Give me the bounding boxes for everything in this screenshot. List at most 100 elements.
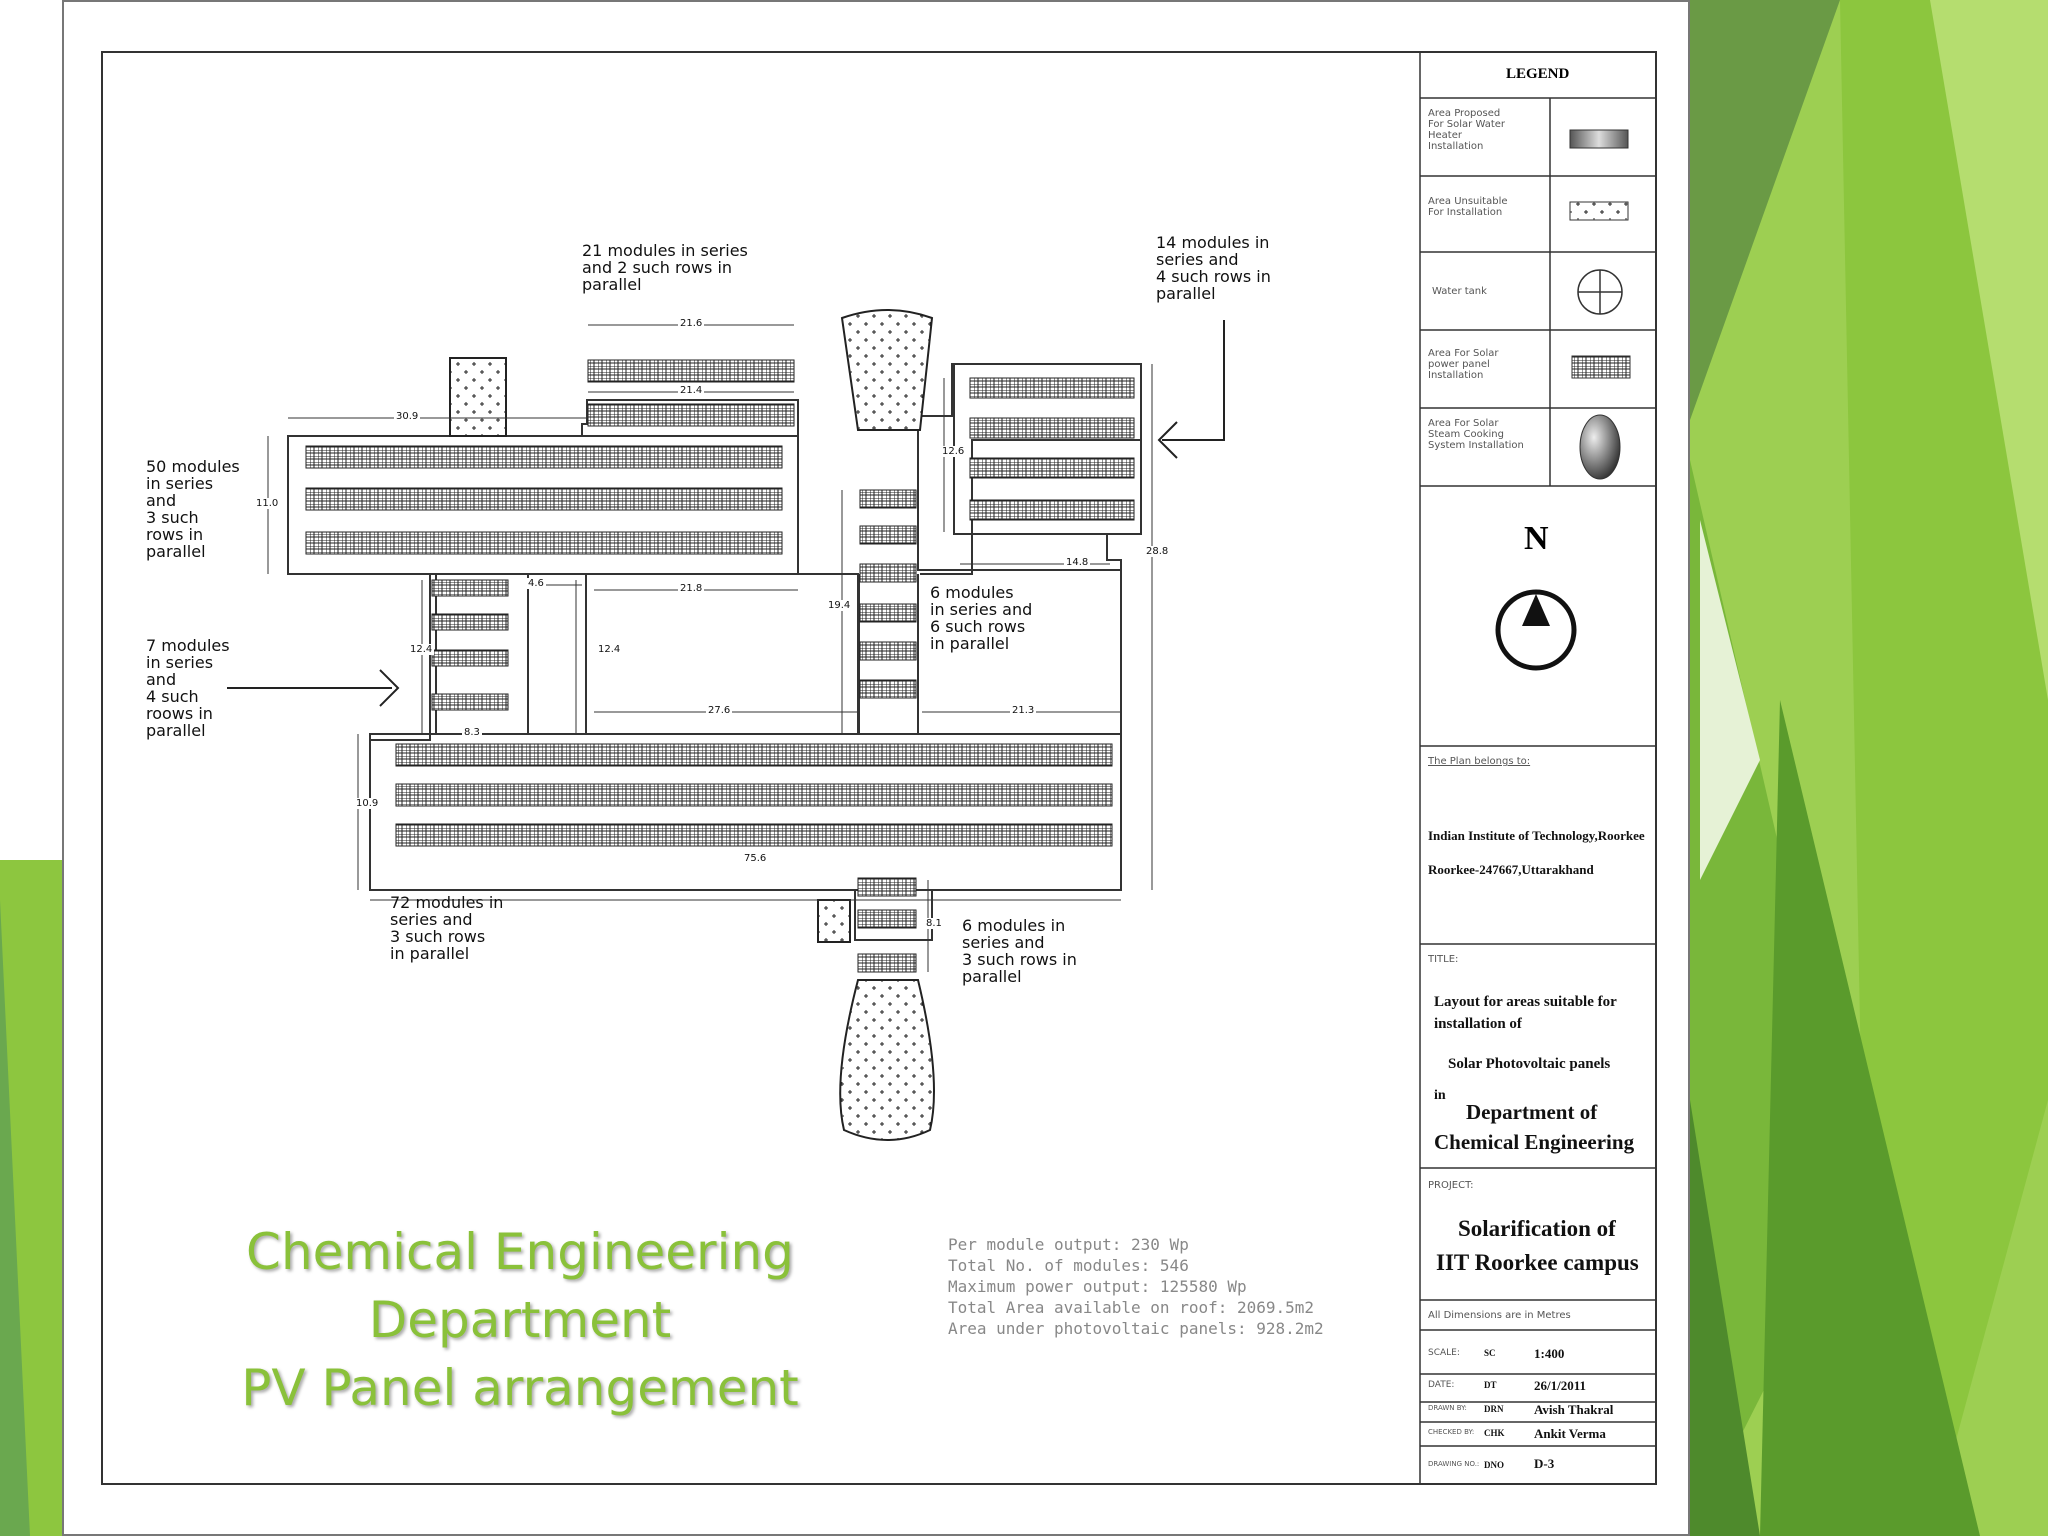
date-code: DT — [1484, 1380, 1497, 1390]
title-block — [1419, 52, 1656, 1484]
pv-arrays — [305, 359, 1135, 973]
drawing-no-code: DNO — [1484, 1460, 1504, 1470]
scale-code: SC — [1484, 1348, 1496, 1358]
dimension-label: 21.4 — [678, 385, 705, 396]
caption-line-1: Chemical Engineering — [246, 1223, 794, 1281]
grid-rect-icon — [1571, 355, 1631, 379]
legend-title: LEGEND — [1506, 66, 1570, 82]
shaded-ellipse-icon — [1579, 414, 1621, 480]
dimension-label: 14.8 — [1064, 557, 1091, 568]
caption-line-2: Department — [368, 1291, 672, 1349]
spec-line: Total Area available on roof: 2069.5m2 — [948, 1298, 1315, 1317]
drawing-no-key: DRAWING NO.: — [1428, 1460, 1480, 1468]
date-value: 26/1/2011 — [1534, 1378, 1587, 1393]
dimension-label: 4.6 — [526, 578, 546, 589]
dimension-label: 28.8 — [1144, 546, 1171, 557]
dimension-label: 8.1 — [924, 918, 944, 929]
legend-item-water-tank: Water tank — [1432, 286, 1487, 297]
dimension-label: 27.6 — [706, 705, 733, 716]
dimension-label: 19.4 — [826, 600, 853, 611]
legend-item-steam-cooking: Area For Solar Steam Cooking System Inst… — [1428, 418, 1524, 451]
scale-key: SCALE: — [1428, 1348, 1460, 1358]
pv-row — [969, 499, 1135, 521]
pv-row — [431, 579, 509, 597]
plan-belongs-label: The Plan belongs to: — [1428, 756, 1531, 767]
pv-row — [859, 563, 917, 583]
pv-row — [859, 603, 917, 623]
drawn-by-value: Avish Thakral — [1534, 1402, 1614, 1417]
pv-row — [857, 877, 917, 897]
annotation-14-modules: 14 modules in series and 4 such rows in … — [1156, 233, 1271, 303]
annotation-7-modules: 7 modules in series and 4 such roows in … — [146, 636, 230, 740]
pv-row — [431, 613, 509, 631]
north-arrow-icon — [1495, 589, 1577, 671]
dimension-label: 12.4 — [596, 644, 623, 655]
spec-line: Total No. of modules: 546 — [948, 1256, 1189, 1275]
checked-by-code: CHK — [1484, 1428, 1505, 1438]
pv-row — [305, 487, 783, 511]
project-line-2: IIT Roorkee campus — [1436, 1250, 1639, 1275]
slide-caption: Chemical Engineering Department PV Panel… — [200, 1218, 840, 1422]
title-line-5: Chemical Engineering — [1434, 1130, 1635, 1154]
drawn-by-code: DRN — [1484, 1404, 1504, 1414]
dimension-label: 21.3 — [1010, 705, 1037, 716]
owner-line-1: Indian Institute of Technology,Roorkee — [1428, 828, 1645, 843]
checked-by-value: Ankit Verma — [1534, 1426, 1606, 1441]
spec-line: Area under photovoltaic panels: 928.2m2 — [948, 1319, 1324, 1338]
pv-row — [859, 679, 917, 699]
pv-row — [305, 445, 783, 469]
gradient-rect-icon — [1569, 129, 1629, 149]
dimension-label: 30.9 — [394, 411, 421, 422]
dimension-label: 75.6 — [742, 853, 769, 864]
dimension-label: 12.4 — [408, 644, 435, 655]
title-label: TITLE: — [1428, 954, 1459, 965]
drawing-no-value: D-3 — [1534, 1456, 1555, 1471]
crosshair-circle-icon — [1577, 269, 1623, 315]
pv-row — [431, 649, 509, 667]
pv-row — [857, 909, 917, 929]
site-plan-drawing — [101, 51, 1657, 1485]
legend-item-unsuitable: Area Unsuitable For Installation — [1428, 196, 1508, 218]
dimension-label: 8.3 — [462, 727, 482, 738]
pv-row — [395, 823, 1113, 847]
spec-line: Maximum power output: 125580 Wp — [948, 1277, 1247, 1296]
unsuitable-areas — [449, 309, 935, 1141]
drawing-sheet — [62, 0, 1690, 1536]
pv-row — [859, 525, 917, 545]
date-key: DATE: — [1428, 1380, 1455, 1390]
annotation-6-modules-3-rows: 6 modules in series and 3 such rows in p… — [962, 916, 1077, 986]
annotation-arrows — [227, 320, 1225, 707]
spec-line: Per module output: 230 Wp — [948, 1235, 1189, 1254]
north-label: N — [1524, 520, 1549, 557]
pv-row — [969, 457, 1135, 479]
dimension-label: 21.8 — [678, 583, 705, 594]
annotation-21-modules: 21 modules in series and 2 such rows in … — [582, 241, 748, 294]
owner-line-2: Roorkee-247667,Uttarakhand — [1428, 862, 1594, 877]
legend-item-solar-power: Area For Solar power panel Installation — [1428, 348, 1499, 381]
annotation-6-modules-6-rows: 6 modules in series and 6 such rows in p… — [930, 583, 1033, 653]
pv-row — [859, 489, 917, 509]
title-line-2: Solar Photovoltaic panels — [1448, 1056, 1611, 1072]
south-block — [369, 733, 1122, 891]
dimension-label: 21.6 — [678, 318, 705, 329]
dimension-label: 11.0 — [254, 498, 281, 509]
dimension-label: 12.6 — [940, 446, 967, 457]
pv-row — [857, 953, 917, 973]
pv-row — [395, 783, 1113, 807]
project-label: PROJECT: — [1428, 1180, 1474, 1191]
pv-row — [587, 359, 795, 383]
drawing-frame — [101, 51, 1657, 1485]
title-line-1: Layout for areas suitable for — [1434, 994, 1617, 1010]
project-line-1: Solarification of — [1458, 1216, 1616, 1241]
pv-row — [969, 377, 1135, 399]
title-line-1b: installation of — [1434, 1016, 1522, 1032]
annotation-50-modules: 50 modules in series and 3 such rows in … — [146, 457, 240, 561]
caption-line-3: PV Panel arrangement — [241, 1359, 799, 1417]
title-line-4: Department of — [1466, 1100, 1598, 1124]
module-specs: Per module output: 230 Wp Total No. of m… — [948, 1234, 1324, 1339]
pv-row — [969, 417, 1135, 439]
annotation-72-modules: 72 modules in series and 3 such rows in … — [390, 893, 504, 963]
legend-item-solar-water-heater: Area Proposed For Solar Water Heater Ins… — [1428, 108, 1506, 152]
pv-row — [395, 743, 1113, 767]
dotted-rect-icon — [1569, 201, 1629, 221]
